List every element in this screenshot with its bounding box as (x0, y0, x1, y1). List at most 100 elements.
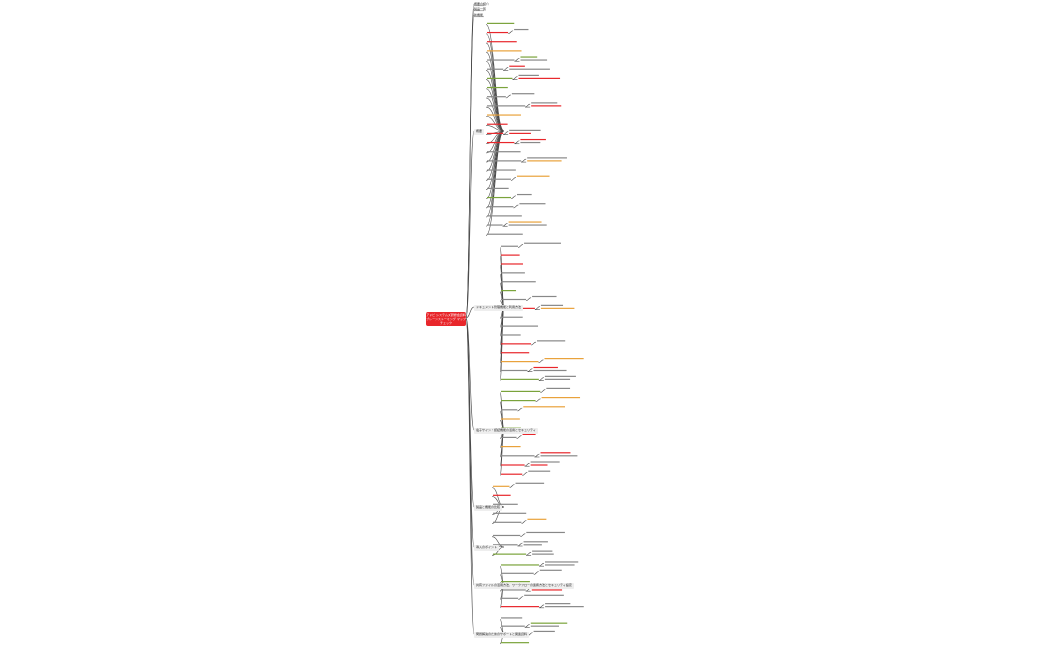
leaf-node-70 (544, 378, 571, 380)
sub-connector-0-23 (485, 130, 505, 236)
leaf-node-100 (523, 541, 548, 543)
leaf-node-61 (537, 340, 566, 342)
leaf-node-53 (532, 295, 557, 298)
leaf-connector-5-0-0 (538, 562, 545, 567)
leaf-connector-0-12-0 (503, 131, 509, 135)
sub-node-105 (501, 564, 540, 566)
leaf-connector-4-1-0 (517, 542, 523, 547)
leaf-node-80 (522, 433, 536, 435)
leaf-connector-5-5-0 (539, 604, 545, 609)
leaf-node-109 (539, 569, 562, 571)
sub-node-92 (493, 494, 511, 496)
sub-node-0 (487, 22, 515, 24)
top-item-3[interactable]: 新機能 (474, 13, 484, 17)
sub-node-47 (501, 254, 520, 256)
branch-overview[interactable]: 概要 (474, 129, 485, 135)
leaf-node-89 (528, 470, 551, 472)
sub-connector-0-21 (485, 130, 505, 218)
sub-node-120 (501, 625, 525, 627)
branch-product-comparison[interactable]: 製品と機能の比較 (474, 505, 503, 511)
sub-node-59 (501, 334, 521, 336)
sub-node-52 (501, 298, 527, 301)
leaf-node-10 (509, 68, 550, 70)
leaf-connector-1-11-0 (530, 341, 537, 346)
sub-connector-0-15 (485, 130, 505, 163)
sub-node-85 (501, 464, 525, 466)
leaf-node-7 (520, 59, 548, 61)
root-topic-line-2: ブレーンストーミング マップ (426, 317, 466, 321)
leaf-connector-0-6-0 (512, 76, 518, 80)
root-connector-3 (465, 130, 475, 319)
sub-node-93 (493, 503, 518, 505)
leaf-node-84 (540, 455, 578, 457)
root-connector-6 (465, 317, 475, 508)
leaf-node-106 (545, 561, 579, 563)
leaf-connector-6-1-0 (524, 624, 530, 628)
leaf-connector-5-4-0 (518, 596, 524, 600)
leaf-connector-1-15-0 (538, 377, 544, 381)
root-connector-5 (465, 317, 475, 431)
leaf-connector-2-5-0 (516, 435, 522, 439)
sub-node-5 (487, 59, 515, 61)
leaf-node-9 (509, 65, 525, 67)
leaf-node-19 (531, 105, 562, 107)
leaf-node-69 (544, 375, 576, 377)
leaf-connector-3-0-0 (509, 484, 515, 488)
sub-node-119 (501, 617, 523, 619)
leaf-connector-2-0-0 (540, 389, 546, 393)
sub-node-71 (501, 390, 541, 392)
leaf-node-67 (533, 369, 567, 372)
leaf-node-76 (523, 406, 566, 408)
leaf-node-46 (524, 242, 561, 244)
leaf-connector-0-17-0 (510, 177, 516, 181)
top-item-underline-0 (474, 4, 484, 7)
leaf-connector-2-8-0 (524, 462, 530, 467)
branch-support-resources[interactable]: 問題解決のためのサポートと関連資料 (474, 632, 530, 638)
branch-introduction-points[interactable]: 導入のポイント (474, 545, 500, 551)
sub-node-79 (501, 436, 517, 438)
sub-node-50 (501, 281, 536, 283)
top-item-1[interactable]: 概要の紹介 (474, 2, 490, 6)
sub-node-48 (501, 263, 523, 265)
sub-node-114 (501, 597, 519, 599)
leaf-node-98 (526, 531, 565, 534)
branch-document-management[interactable]: ドキュメント管理機能と利用方法 (474, 305, 524, 311)
root-connector-2 (465, 14, 475, 319)
sub-node-25 (487, 141, 515, 144)
leaf-connector-2-7-0 (534, 453, 540, 458)
sub-node-21 (487, 123, 508, 125)
leaf-node-74 (541, 397, 581, 399)
top-item-underline-2 (474, 15, 484, 18)
sub-node-65 (501, 369, 528, 372)
branch-esign-security[interactable]: 電子サイン・認証機能の活用とセキュリティ (474, 428, 538, 434)
leaf-node-42 (508, 221, 542, 223)
leaf-connector-0-22-0 (502, 222, 508, 227)
root-topic[interactable]: アドビ システムズ研修会資料 ブレーンストーミング マップ チェック (426, 312, 466, 326)
sub-node-17 (487, 105, 526, 107)
leaf-node-117 (545, 603, 571, 605)
sub-node-125 (501, 642, 530, 644)
branch-shared-files-workflow[interactable]: 共有ファイルの活用方法、ワークフローの連携方法とセキュリティ設定 (474, 583, 574, 589)
sub-node-4 (487, 50, 522, 52)
sub-node-29 (487, 160, 522, 162)
leaf-connector-5-1-0 (533, 571, 539, 575)
top-item-2[interactable]: 製品一覧 (474, 7, 487, 11)
sub-connector-0-5 (485, 70, 505, 132)
top-item-underline-1 (474, 9, 484, 12)
sub-node-82 (501, 455, 535, 457)
sub-node-38 (487, 206, 514, 208)
sub-node-32 (487, 169, 516, 171)
leaf-connector-0-15-0 (521, 158, 527, 163)
leaf-node-91 (515, 482, 545, 484)
leaf-connector-4-2-0 (526, 552, 532, 556)
leaf-node-43 (508, 224, 547, 226)
sub-connector-0-9 (485, 106, 505, 132)
leaf-node-121 (530, 622, 568, 624)
leaf-connector-3-4-0 (521, 520, 527, 524)
leaf-connector-2-9-0 (522, 472, 528, 476)
sub-node-28 (487, 151, 521, 153)
sub-node-60 (501, 343, 532, 345)
root-topic-line-1: アドビ システムズ研修会資料 (426, 313, 466, 317)
sub-node-15 (487, 96, 506, 98)
